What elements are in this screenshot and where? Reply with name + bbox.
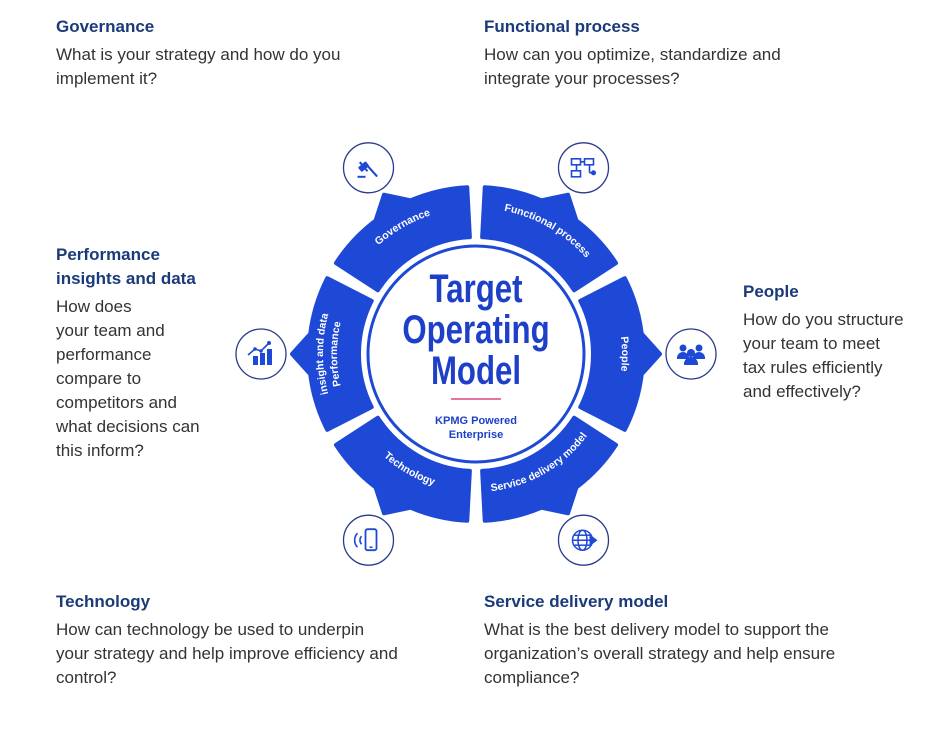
- segment-service-delivery: [480, 415, 619, 523]
- text-line: competitors and: [56, 393, 177, 412]
- people-block: People How do you structure your team to…: [743, 280, 928, 404]
- performance-title: Performance insights and data: [56, 243, 246, 291]
- text-line: and effectively?: [743, 382, 861, 401]
- center-subtitle-line-1: KPMG Powered: [435, 415, 517, 427]
- text-line: your team and: [56, 321, 165, 340]
- service-title: Service delivery model: [484, 592, 669, 611]
- text-line: How does: [56, 297, 132, 316]
- segment-label-performance: Performance: [328, 320, 344, 388]
- text-line: How do you structure: [743, 310, 904, 329]
- governance-title: Governance: [56, 17, 155, 36]
- mobile-phone-icon: [342, 514, 395, 566]
- segments-group: [290, 185, 662, 523]
- globe-arrow-icon: [557, 514, 610, 566]
- functional-block: Functional process How can you optimize,…: [484, 15, 864, 91]
- people-text: How do you structure your team to meet t…: [743, 308, 928, 404]
- center-subtitle-line-2: Enterprise: [449, 429, 503, 441]
- text-line: implement it?: [56, 69, 158, 88]
- text-line: organization’s overall strategy and help…: [484, 644, 836, 663]
- governance-block: Governance What is your strategy and how…: [56, 15, 396, 91]
- text-line: integrate your processes?: [484, 69, 680, 88]
- governance-text: What is your strategy and how do you imp…: [56, 43, 396, 91]
- icons-group: [235, 142, 717, 566]
- process-flow-icon: [557, 142, 610, 194]
- text-line: performance: [56, 345, 152, 364]
- segment-technology: [333, 415, 472, 523]
- performance-block: Performance insights and data How does y…: [56, 243, 246, 463]
- text-line: your team to meet: [743, 334, 881, 353]
- title-line: Performance: [56, 245, 160, 264]
- text-line: tax rules efficiently: [743, 358, 883, 377]
- text-line: compare to: [56, 369, 142, 388]
- segment-label-people: People: [618, 336, 631, 372]
- text-line: your strategy and help improve efficienc…: [56, 644, 398, 663]
- segment-governance: [333, 185, 472, 293]
- segment-performance: [290, 276, 374, 432]
- performance-text: How does your team and performance compa…: [56, 295, 246, 463]
- text-line: compliance?: [484, 668, 580, 687]
- center-title-line-3: Model: [431, 348, 521, 393]
- functional-title: Functional process: [484, 17, 640, 36]
- text-line: What is the best delivery model to suppo…: [484, 620, 829, 639]
- technology-title: Technology: [56, 592, 151, 611]
- center-ring: [366, 244, 586, 464]
- gavel-icon: [342, 142, 395, 194]
- technology-text: How can technology be used to underpin y…: [56, 618, 456, 690]
- chart-trend-icon: [235, 328, 287, 380]
- text-line: How can you optimize, standardize and: [484, 45, 781, 64]
- segment-label-performance: insight and data: [314, 312, 331, 396]
- functional-text: How can you optimize, standardize and in…: [484, 43, 864, 91]
- center-title-line-2: Operating: [402, 307, 549, 352]
- technology-block: Technology How can technology be used to…: [56, 590, 456, 690]
- title-line: insights and data: [56, 269, 196, 288]
- text-line: How can technology be used to underpin: [56, 620, 365, 639]
- service-block: Service delivery model What is the best …: [484, 590, 904, 690]
- service-text: What is the best delivery model to suppo…: [484, 618, 904, 690]
- people-title: People: [743, 282, 799, 301]
- segment-functional-process: [480, 185, 619, 293]
- segment-people: [578, 276, 662, 432]
- text-line: what decisions can: [56, 417, 200, 436]
- text-line: What is your strategy and how do you: [56, 45, 341, 64]
- text-line: control?: [56, 668, 117, 687]
- people-group-icon: [665, 328, 717, 380]
- text-line: this inform?: [56, 441, 144, 460]
- center-title-line-1: Target: [429, 266, 522, 311]
